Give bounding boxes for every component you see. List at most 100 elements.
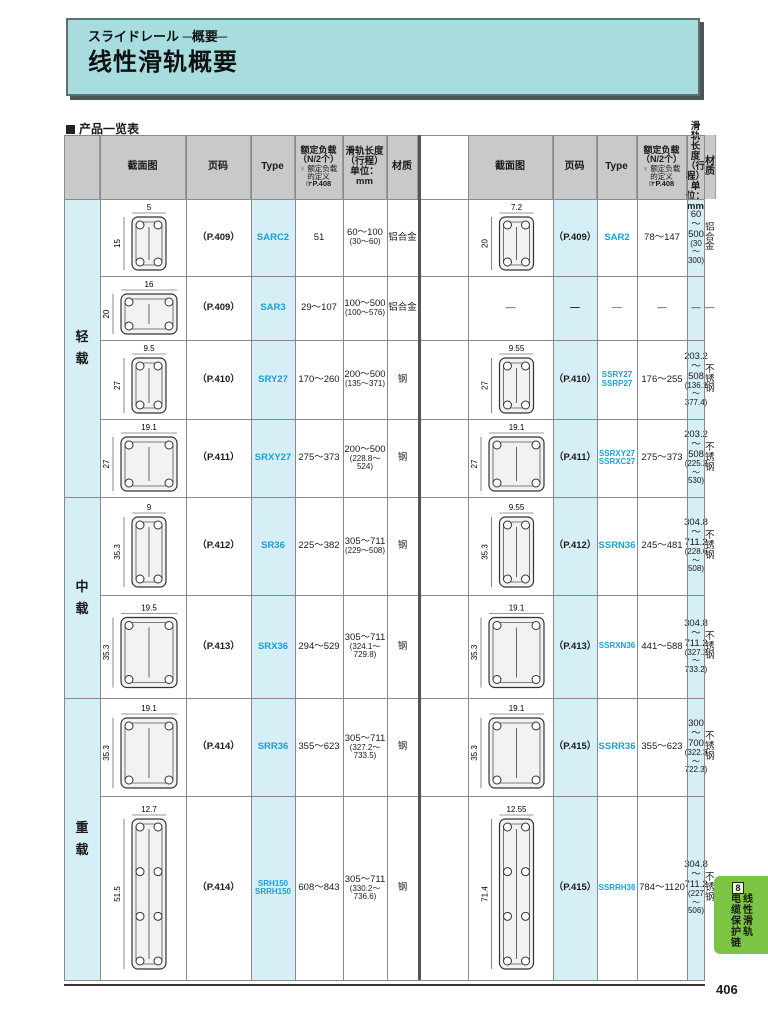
rail-inner [503,823,530,965]
rail-stroke-value: (324.1～729.8) [349,642,381,660]
rail-stroke-value: (330.2～736.6) [349,883,381,901]
ball-bearing [124,321,134,331]
load-group-char: 中 [75,578,89,594]
rail-inner [135,362,163,409]
type-code: SRR36 [251,698,295,796]
page-number: 406 [716,982,738,997]
dim-height-label: 51.5 [113,886,122,902]
dim-height-label: 35.3 [102,745,111,761]
header-load-right: 额定负载（N/2个）♀额定负载的定义☞P.408 [637,135,687,199]
rail-cross-section-left-7: 12.751.5 [113,805,167,970]
dim-width-label: 9.5 [143,344,155,353]
header-page-left: 页码 [186,135,251,199]
ball-bearing [135,220,145,230]
ball-bearing [521,867,530,877]
rail-stroke-value: (228.6～508) [684,547,708,574]
dim-width-label: 19.5 [141,604,157,613]
rail-stroke-value: (225.2～530) [684,459,708,486]
ball-bearing [521,911,530,921]
dim-height-label: 15 [113,239,122,248]
rail-cross-section-left-3: 19.127 [102,423,178,492]
ball-bearing [135,956,145,966]
ball-bearing [492,621,502,630]
ball-bearing [135,361,145,371]
ball-bearing [164,721,174,731]
material: — [705,302,715,314]
ball-bearing [153,520,163,530]
square-bullet-icon [66,125,75,134]
rail-length-value: 203.2～508 [684,429,708,461]
type-code-line: SSRXY27 [598,448,636,458]
row-rule [100,340,705,341]
rated-load: 78～147 [644,231,680,243]
type-code-line: SSRXC27 [598,457,636,466]
rated-load: 608～843 [298,882,340,894]
rail-stroke-value: (30～60) [349,237,381,247]
page-ref: （P.412） [553,540,597,552]
ball-bearing [503,956,512,966]
material: 钢 [397,640,408,652]
material: 不锈钢 [705,630,715,662]
section-label: 产品一览表 [66,120,139,137]
ball-bearing [135,520,145,530]
ball-bearing [521,956,530,966]
ball-bearing [124,478,134,488]
ball-bearing [153,257,163,267]
dim-width-label: 19.1 [509,604,525,613]
side-tab-char: 线 [743,894,753,905]
cyan-band [251,199,295,980]
ball-bearing [124,621,134,630]
material: 钢 [397,373,408,385]
ball-bearing [135,400,145,410]
rated-load: 245～481 [641,540,683,552]
ball-bearing [492,478,502,488]
material: 铝合金 [388,302,417,314]
rated-load: 29～107 [301,302,337,314]
info-icon: ♀ [299,163,306,173]
dim-width-label: 5 [147,203,152,212]
header-length_b: （行程） [686,161,706,182]
row-rule [100,419,705,420]
ball-bearing [153,574,163,584]
load-group-char: 载 [75,600,89,616]
cyan-band [687,199,705,980]
rail-stroke-value: (327.2～733.5) [349,742,381,760]
rail-length: 60～500(30～300) [687,199,705,276]
ball-bearing [492,721,502,731]
page-ref: （P.414） [197,882,240,894]
ball-bearing [153,220,163,230]
rail-length: 304.8～711.2(327.2～733.2) [684,595,708,698]
page-ref: （P.413） [553,640,597,652]
type-code-line: SRX36 [257,640,289,652]
page-ref: （P.409） [197,231,240,243]
type-code-line: SR36 [261,540,285,552]
row-rule [64,980,705,981]
header-length_c: 单位：mm [686,180,706,212]
page-ref: （P.413） [197,640,240,652]
rail-stroke-value: (322.3～722.3) [684,748,708,775]
rail-length-value: 200～500 [344,443,386,455]
ball-bearing [503,257,512,267]
rail-inner [492,722,541,784]
page-ref: （P.411） [553,452,597,464]
rail-length: 60～100(30～60) [343,199,387,276]
ball-bearing [521,257,530,267]
type-code: SARC2 [251,199,295,276]
load-group-1: 轻载 [64,199,100,497]
dim-width-label: 19.1 [509,704,525,713]
ball-bearing [531,478,541,488]
ball-bearing [135,867,145,877]
type-code: SAR3 [251,276,295,340]
page-ref: （P.410） [197,373,240,385]
side-tab-linear-rail[interactable]: 8 电缆保护链 线性滑轨 [714,876,768,954]
rail-length: 304.8～711.2(227～506) [684,796,708,980]
rated-load: 176～255 [641,373,683,385]
rail-stroke-value: (227～506) [687,889,704,916]
rail-cross-section-left-6: 19.135.3 [102,704,178,789]
header-load-group [64,135,100,199]
header-length-left: 滑轨长度（行程）单位：mm [343,135,387,199]
material: 钢 [397,540,408,552]
